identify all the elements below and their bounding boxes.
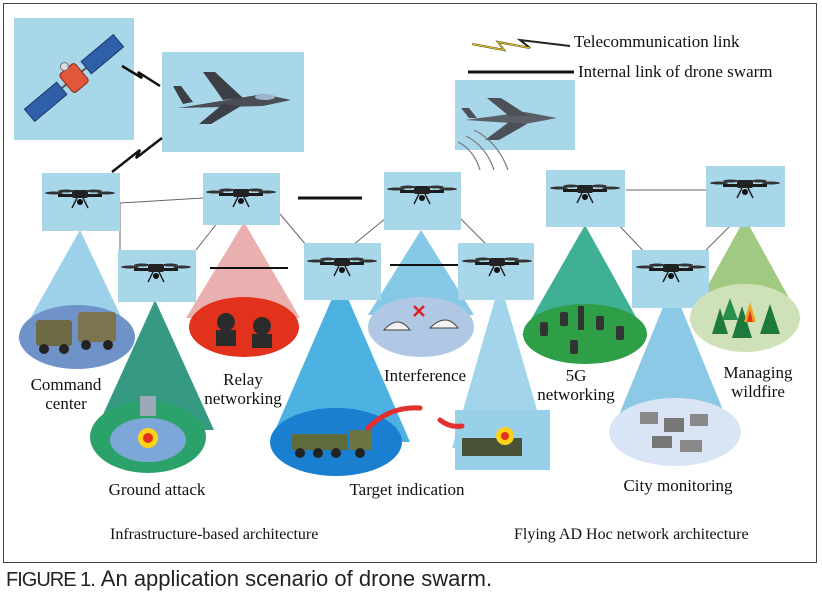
- label-flying-adhoc-architecture: Flying AD Hoc network architecture: [514, 526, 749, 543]
- scenario-city: [609, 398, 741, 466]
- satellite-icon: [23, 33, 125, 123]
- legend: [468, 38, 574, 74]
- label-interference: Interference: [383, 366, 467, 385]
- label-5g-networking: 5G networking: [537, 366, 615, 404]
- cone-interference: [368, 230, 474, 315]
- scenario-interference: [368, 297, 474, 357]
- drone-2: [203, 173, 280, 225]
- drone-5: [706, 166, 785, 227]
- cone-target-indication: [270, 280, 410, 442]
- satellite-panel: [14, 18, 134, 140]
- label-command-center: Command center: [30, 375, 102, 413]
- label-managing-wildfire: Managing wildfire: [723, 363, 793, 401]
- label-relay-networking: Relay networking: [204, 370, 282, 408]
- label-ground-attack: Ground attack: [108, 480, 206, 499]
- cone-ground-attack: [96, 300, 214, 430]
- drone-3: [384, 172, 461, 230]
- cone-relay: [186, 222, 300, 318]
- drones: [42, 166, 785, 308]
- stealth-aircraft-icon: [461, 98, 557, 140]
- legend-telecom-swatch: [471, 38, 571, 52]
- scenario-relay: [189, 297, 299, 357]
- drone-8: [458, 243, 534, 300]
- drone-6: [118, 250, 196, 302]
- figure-number: FIGURE 1.: [6, 569, 96, 591]
- scenario-target-indication: [270, 405, 423, 476]
- signal-waves: [457, 129, 509, 171]
- scenario-command-center: [19, 305, 135, 369]
- telecom-link-jet-swarm: [111, 137, 163, 173]
- cones: [18, 218, 800, 448]
- legend-internal-label: Internal link of drone swarm: [578, 62, 773, 81]
- swarm-links: [119, 189, 731, 269]
- scenario-5g: [523, 304, 647, 364]
- fighter-jet-icon: [173, 72, 291, 124]
- figure-caption: FIGURE 1.An application scenario of dron…: [6, 566, 492, 592]
- drone-7: [304, 243, 381, 300]
- telecom-link-sat-jet: [121, 64, 161, 88]
- label-infrastructure-architecture: Infrastructure-based architecture: [110, 526, 319, 543]
- scenario-ground-attack: [90, 396, 206, 473]
- drone-9: [632, 250, 709, 308]
- stealth-aircraft-panel: [455, 80, 575, 150]
- cone-city: [612, 285, 732, 432]
- fighter-jet-panel: [162, 52, 304, 152]
- scenario-wildfire: [690, 284, 800, 352]
- label-target-indication: Target indication: [349, 480, 465, 499]
- caption-text: An application scenario of drone swarm.: [100, 566, 493, 591]
- cone-5g: [522, 225, 646, 335]
- drone-1: [42, 173, 120, 231]
- drone-4: [546, 170, 625, 227]
- label-city-monitoring: City monitoring: [623, 476, 733, 495]
- scenario-target-vehicle: [437, 410, 550, 470]
- legend-telecom-label: Telecommunication link: [574, 32, 740, 51]
- cone-target-indication-2: [452, 282, 548, 448]
